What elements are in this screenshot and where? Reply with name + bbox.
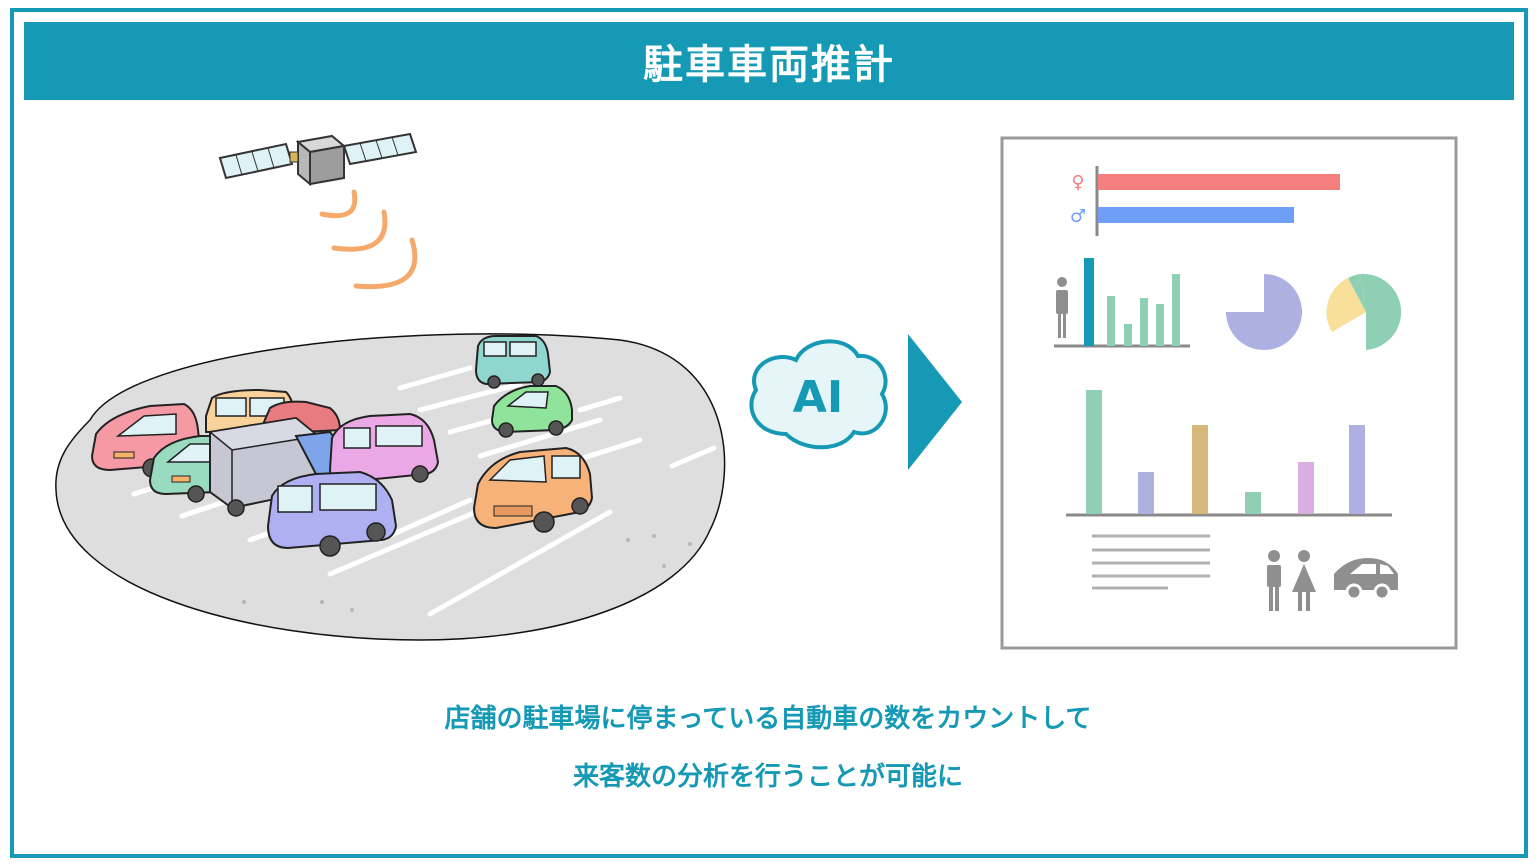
parking-lot-illustration xyxy=(55,333,726,641)
large-bar xyxy=(1192,425,1208,514)
ai-label: AI xyxy=(793,372,843,423)
small-bar xyxy=(1124,324,1132,346)
small-bar xyxy=(1156,304,1164,346)
large-bar xyxy=(1245,492,1261,514)
small-bar xyxy=(1172,274,1180,346)
large-bar xyxy=(1298,462,1314,514)
large-bar-chart xyxy=(1066,390,1392,517)
signal-waves-icon xyxy=(319,189,418,290)
pie-chart-green-yellow xyxy=(1326,273,1402,350)
arrow-right-icon xyxy=(908,334,962,470)
caption-line-1: 店舗の駐車場に停まっている自動車の数をカウントして xyxy=(444,704,1092,734)
car-icon xyxy=(1334,558,1398,601)
text-lines xyxy=(1092,534,1210,590)
large-bar xyxy=(1349,425,1365,514)
large-bar xyxy=(1138,472,1154,514)
male-symbol-icon: ♂ xyxy=(1070,206,1086,227)
female-bar xyxy=(1098,174,1340,190)
person-icon xyxy=(1056,277,1068,338)
analytics-dashboard: ♀ ♂ xyxy=(1000,136,1458,650)
car-teal-van xyxy=(474,335,552,389)
small-bar-chart xyxy=(1054,258,1190,348)
title-bar: 駐車車両推計 xyxy=(24,22,1514,100)
caption-line-2: 来客数の分析を行うことが可能に xyxy=(572,762,963,792)
caption: 店舗の駐車場に停まっている自動車の数をカウントして 来客数の分析を行うことが可能… xyxy=(0,690,1536,806)
car-green xyxy=(490,385,573,438)
female-symbol-icon: ♀ xyxy=(1071,172,1084,193)
male-bar xyxy=(1098,207,1294,223)
small-bar xyxy=(1084,258,1094,346)
car-lavender xyxy=(266,470,398,557)
satellite-icon xyxy=(218,132,418,187)
car-orange-van xyxy=(472,446,594,533)
restroom-icon xyxy=(1267,550,1316,611)
ai-cloud-icon: AI xyxy=(749,339,888,450)
large-bar xyxy=(1086,390,1102,514)
gender-bar-chart: ♀ ♂ xyxy=(1070,166,1340,236)
page-title: 駐車車両推計 xyxy=(643,42,895,88)
car-mint xyxy=(148,435,218,503)
small-bar xyxy=(1107,296,1115,346)
small-bar xyxy=(1140,298,1148,346)
pie-chart-purple xyxy=(1226,274,1302,350)
